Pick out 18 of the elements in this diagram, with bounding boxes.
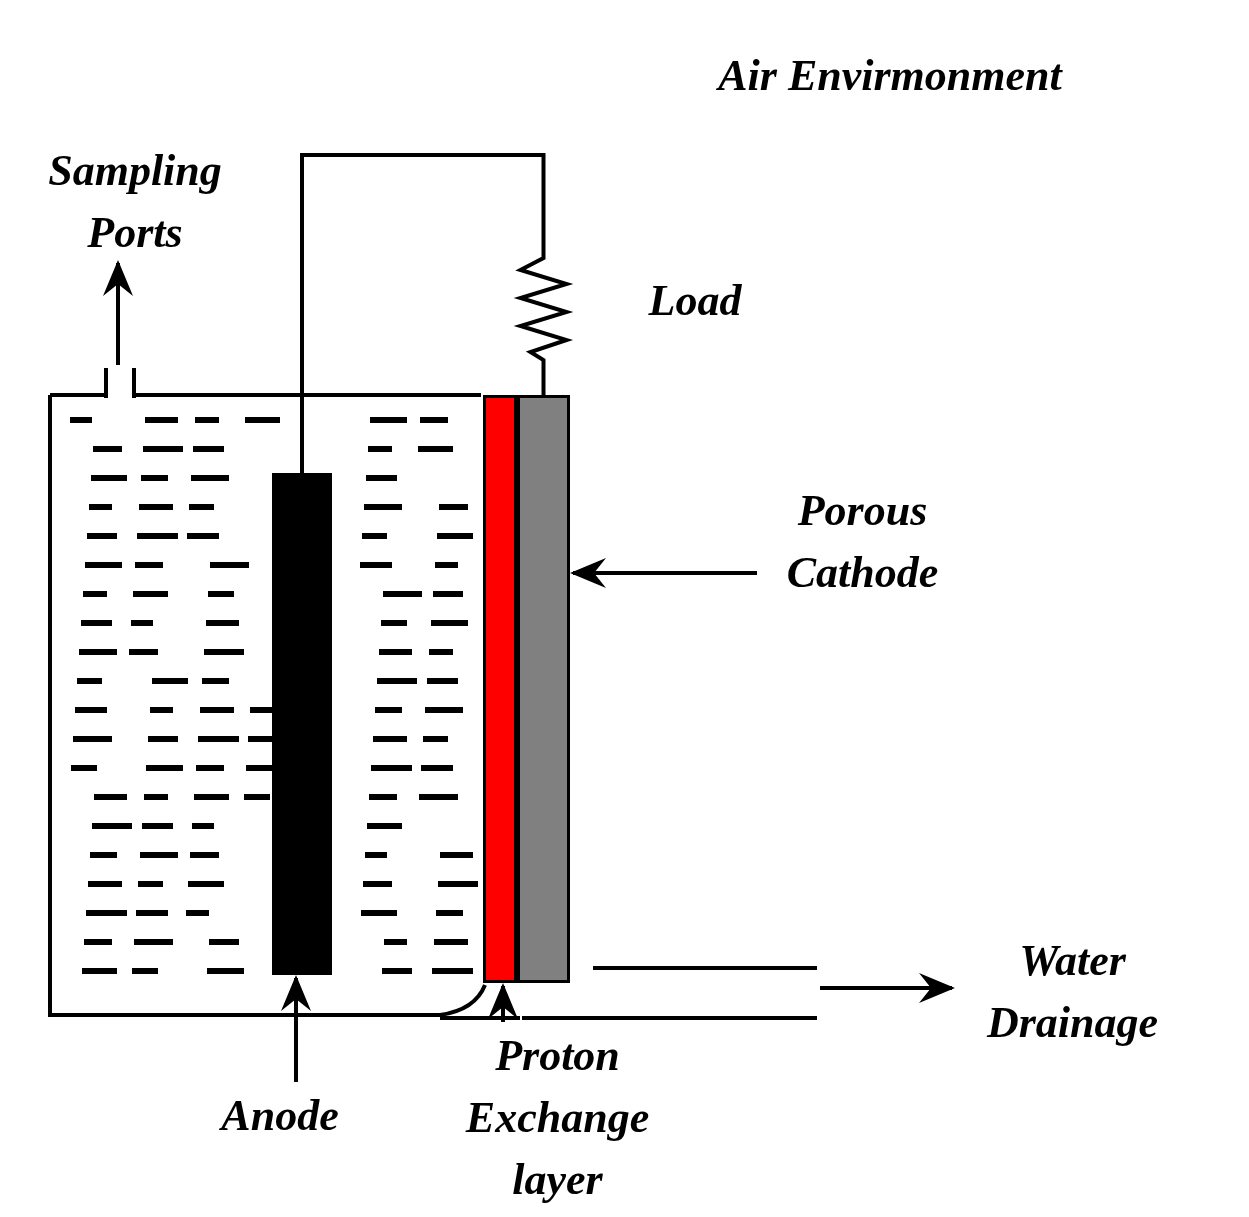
arrow bbox=[488, 983, 518, 1022]
region-label: Air Envirmonment bbox=[715, 50, 1064, 102]
wire-with-resistor bbox=[300, 153, 574, 473]
arrow bbox=[820, 973, 955, 1003]
callout-label: Proton Exchange layer bbox=[450, 1025, 665, 1211]
callout-label: Sampling Ports bbox=[15, 140, 255, 260]
callout-label: Anode bbox=[200, 1085, 360, 1147]
arrow bbox=[103, 260, 133, 365]
callout-label: Porous Cathode bbox=[760, 480, 965, 604]
callout-label: Water Drainage bbox=[955, 930, 1190, 1054]
anode-electrode bbox=[272, 473, 332, 975]
porous-cathode bbox=[517, 395, 570, 983]
drain-pipe bbox=[522, 964, 817, 1022]
proton-exchange-membrane bbox=[483, 395, 517, 983]
sampling-port bbox=[104, 368, 136, 398]
arrow bbox=[281, 975, 311, 1082]
load-label: Load bbox=[647, 275, 743, 327]
arrow bbox=[570, 558, 757, 588]
